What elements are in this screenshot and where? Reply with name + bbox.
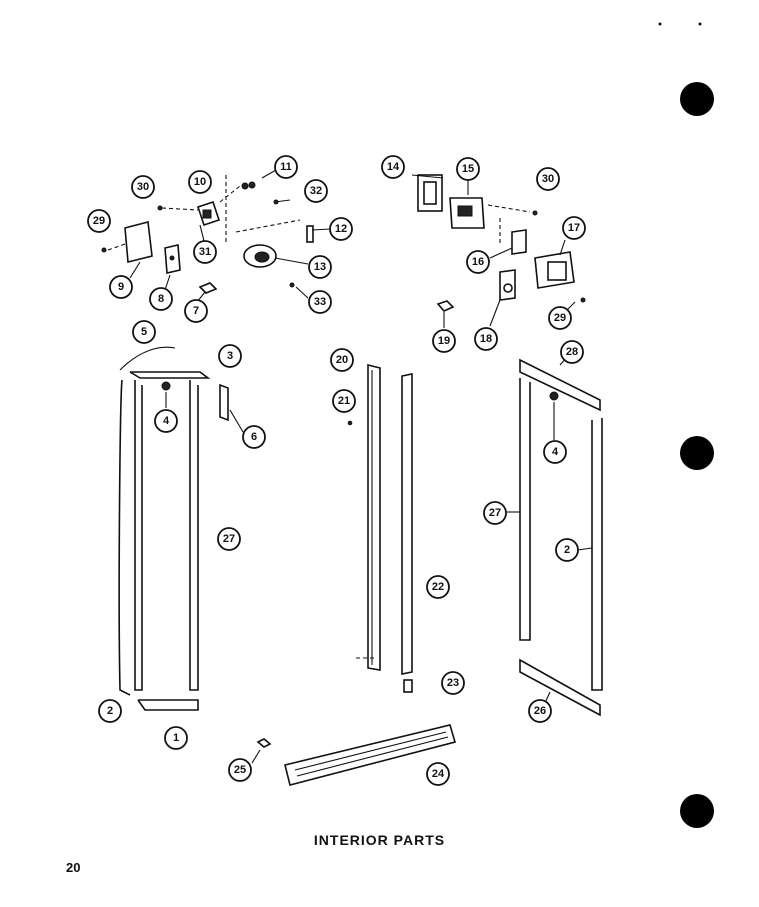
svg-text:22: 22 <box>432 581 444 593</box>
svg-text:27: 27 <box>489 507 501 519</box>
speck <box>698 22 702 26</box>
callout-19: 19 <box>432 329 456 353</box>
callout-16: 16 <box>466 250 490 274</box>
callout-12: 12 <box>329 217 353 241</box>
svg-text:25: 25 <box>234 764 246 776</box>
part-4-screw-left <box>161 381 171 408</box>
callout-8: 8 <box>149 287 173 311</box>
center-breaker-strips <box>347 363 413 693</box>
callout-15: 15 <box>456 157 480 181</box>
right-door-frame <box>507 355 603 717</box>
callout-13: 13 <box>308 255 332 279</box>
left-door-frame <box>118 346 211 711</box>
svg-text:30: 30 <box>137 181 149 193</box>
callout-2: 2 <box>98 699 122 723</box>
callout-10: 10 <box>188 170 212 194</box>
callout-30: 30 <box>536 167 560 191</box>
svg-text:5: 5 <box>141 326 147 338</box>
callout-28: 28 <box>560 340 584 364</box>
callout-1: 1 <box>164 726 188 750</box>
svg-text:33: 33 <box>314 296 326 308</box>
right-control-assembly <box>411 174 586 328</box>
speck <box>658 22 662 26</box>
svg-text:7: 7 <box>193 305 199 317</box>
part-6-clip <box>219 383 244 433</box>
svg-text:16: 16 <box>472 256 484 268</box>
callout-9: 9 <box>109 275 133 299</box>
svg-text:18: 18 <box>480 333 492 345</box>
punch-hole <box>680 82 714 116</box>
punch-hole <box>680 436 714 470</box>
svg-text:6: 6 <box>251 431 257 443</box>
callout-31: 31 <box>193 240 217 264</box>
callout-32: 32 <box>304 179 328 203</box>
callout-30: 30 <box>131 175 155 199</box>
callout-5: 5 <box>132 320 156 344</box>
callout-29: 29 <box>548 306 572 330</box>
callout-2: 2 <box>555 538 579 562</box>
svg-text:21: 21 <box>338 395 350 407</box>
svg-text:2: 2 <box>564 544 570 556</box>
svg-text:28: 28 <box>566 346 578 358</box>
callout-25: 25 <box>228 758 252 782</box>
callout-24: 24 <box>426 762 450 786</box>
svg-text:14: 14 <box>387 161 400 173</box>
callout-22: 22 <box>426 575 450 599</box>
callout-7: 7 <box>184 299 208 323</box>
svg-text:15: 15 <box>462 163 474 175</box>
callout-27: 27 <box>483 501 507 525</box>
callout-17: 17 <box>562 216 586 240</box>
page-number: 20 <box>66 860 81 875</box>
svg-text:32: 32 <box>310 185 322 197</box>
svg-text:20: 20 <box>336 354 348 366</box>
svg-text:30: 30 <box>542 173 554 185</box>
callout-3: 3 <box>218 344 242 368</box>
svg-text:8: 8 <box>158 293 164 305</box>
callout-23: 23 <box>441 671 465 695</box>
svg-text:11: 11 <box>280 161 292 173</box>
svg-text:26: 26 <box>534 705 546 717</box>
svg-text:19: 19 <box>438 335 450 347</box>
callout-26: 26 <box>528 699 552 723</box>
figure-caption: INTERIOR PARTS <box>313 832 446 848</box>
callout-14: 14 <box>381 155 405 179</box>
punch-hole <box>680 794 714 828</box>
svg-text:9: 9 <box>118 281 124 293</box>
svg-text:31: 31 <box>199 246 211 258</box>
svg-text:2: 2 <box>107 705 113 717</box>
callout-4: 4 <box>154 409 178 433</box>
bottom-grille <box>251 724 457 786</box>
svg-text:23: 23 <box>447 677 459 689</box>
svg-text:4: 4 <box>552 446 559 458</box>
svg-text:1: 1 <box>173 732 179 744</box>
callout-11: 11 <box>274 155 298 179</box>
callout-29: 29 <box>87 209 111 233</box>
svg-text:27: 27 <box>223 533 235 545</box>
svg-text:3: 3 <box>227 350 233 362</box>
callout-20: 20 <box>330 348 354 372</box>
svg-text:13: 13 <box>314 261 326 273</box>
svg-text:29: 29 <box>93 215 105 227</box>
svg-text:29: 29 <box>554 312 566 324</box>
callout-18: 18 <box>474 327 498 351</box>
callout-21: 21 <box>332 389 356 413</box>
svg-text:17: 17 <box>568 222 580 234</box>
svg-text:4: 4 <box>163 415 170 427</box>
callout-27: 27 <box>217 527 241 551</box>
svg-text:24: 24 <box>432 768 445 780</box>
callout-6: 6 <box>242 425 266 449</box>
svg-text:12: 12 <box>335 223 347 235</box>
svg-text:10: 10 <box>194 176 206 188</box>
callout-33: 33 <box>308 290 332 314</box>
callout-4: 4 <box>543 440 567 464</box>
